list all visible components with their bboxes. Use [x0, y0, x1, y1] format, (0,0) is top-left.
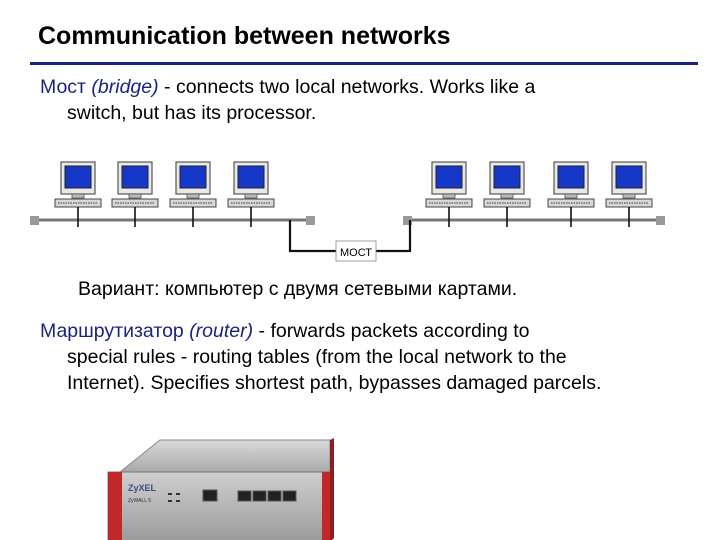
variant-note: Вариант: компьютер с двумя сетевыми карт… [78, 278, 518, 300]
bridge-network-diagram: МОСТ [30, 161, 665, 262]
model-label: ZyWALL 5 [128, 498, 151, 504]
lan-port-icon [282, 490, 297, 502]
slide-title: Communication between networks [38, 22, 451, 50]
status-leds [168, 493, 180, 502]
computer-icon [425, 161, 473, 228]
lan-port-icon [237, 490, 252, 502]
bridge-label: МОСТ [340, 247, 372, 259]
computer-icon [111, 161, 159, 228]
terminator-icon [306, 216, 315, 225]
computer-icon [605, 161, 653, 228]
computer-icon [547, 161, 595, 228]
computer-icon [483, 161, 531, 228]
router-paragraph: Маршрутизатор (router) - forwards packet… [40, 318, 710, 396]
bridge-paragraph: Мост (bridge) - connects two local netwo… [40, 74, 700, 126]
bridge-term-ru: Мост [40, 76, 86, 98]
router-term-ru: Маршрутизатор [40, 320, 184, 342]
bridge-box [335, 240, 377, 262]
lan-port-icon [252, 490, 267, 502]
router-text-line1: - forwards packets according to [253, 320, 530, 342]
bridge-term: Мост (bridge) [40, 76, 159, 98]
title-underline [30, 62, 698, 65]
bridge-text-line1: - connects two local networks. Works lik… [158, 76, 536, 98]
left-lan [30, 161, 315, 228]
terminator-icon [30, 216, 39, 225]
wan-port-icon [202, 489, 218, 502]
router-text-line2: special rules - routing tables (from the… [67, 346, 567, 368]
lan-ports [237, 490, 297, 502]
computer-icon [227, 161, 275, 228]
router-term-en: (router) [189, 320, 254, 342]
computer-icon [169, 161, 217, 228]
router-text-line3: Internet). Specifies shortest path, bypa… [67, 372, 602, 394]
terminator-icon [403, 216, 412, 225]
right-lan [403, 161, 665, 228]
computer-icon [54, 161, 102, 228]
router-device-image: ZyXEL ZyWALL 5 [107, 438, 334, 540]
router-term: Маршрутизатор (router) [40, 320, 253, 342]
brand-logo: ZyXEL [128, 483, 157, 493]
bridge-term-en: (bridge) [91, 76, 159, 98]
bridge-text-line2: switch, but has its processor. [67, 102, 317, 124]
lan-port-icon [267, 490, 282, 502]
terminator-icon [656, 216, 665, 225]
